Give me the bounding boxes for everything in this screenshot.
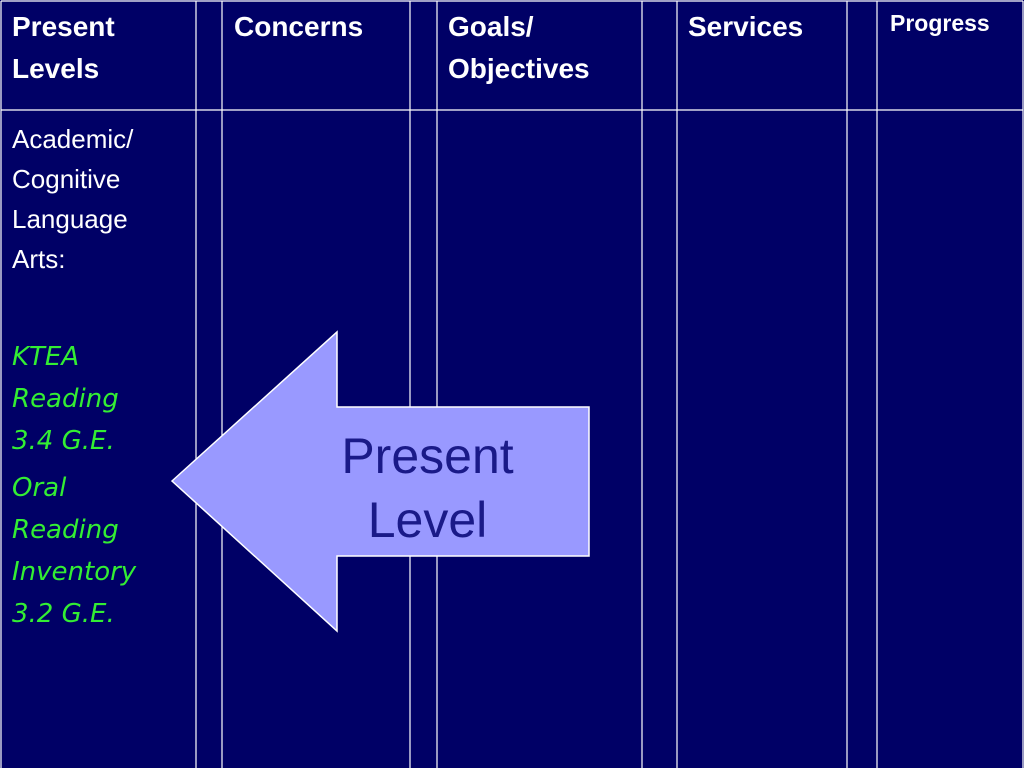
assessment-line: KTEA: [12, 342, 80, 372]
assessment-line: Inventory: [12, 557, 137, 587]
present-levels-category: Academic/ Cognitive Language Arts:: [12, 119, 192, 279]
callout-line1: Present: [341, 428, 514, 484]
assessment-line: 3.4 G.E.: [12, 426, 115, 456]
header-progress: Progress: [890, 10, 990, 36]
assessment-line: 3.2 G.E.: [12, 599, 115, 629]
header-present-levels-line2: Levels: [12, 53, 100, 84]
category-line: Language: [12, 204, 128, 234]
assessment-line: Oral: [12, 473, 67, 503]
header-present-levels-line1: Present: [12, 11, 115, 42]
callout-line2: Level: [367, 492, 488, 548]
left-arrow-shape: [170, 330, 590, 633]
category-line: Arts:: [12, 244, 66, 274]
assessment-line: Reading: [12, 384, 119, 414]
header-services: Services: [688, 11, 804, 42]
assessment-ktea: KTEA Reading 3.4 G.E.: [12, 336, 192, 462]
header-concerns: Concerns: [234, 11, 364, 42]
assessment-line: Reading: [12, 515, 119, 545]
category-line: Academic/: [12, 124, 134, 154]
assessment-oral-reading: Oral Reading Inventory 3.2 G.E.: [12, 467, 192, 635]
callout-label: Present Level: [320, 424, 535, 552]
category-line: Cognitive: [12, 164, 121, 194]
header-goals-line2: Objectives: [448, 53, 590, 84]
header-goals-line1: Goals/: [448, 11, 534, 42]
header-goals-objectives: Goals/ Objectives: [448, 6, 638, 90]
header-present-levels: Present Levels: [12, 6, 192, 90]
